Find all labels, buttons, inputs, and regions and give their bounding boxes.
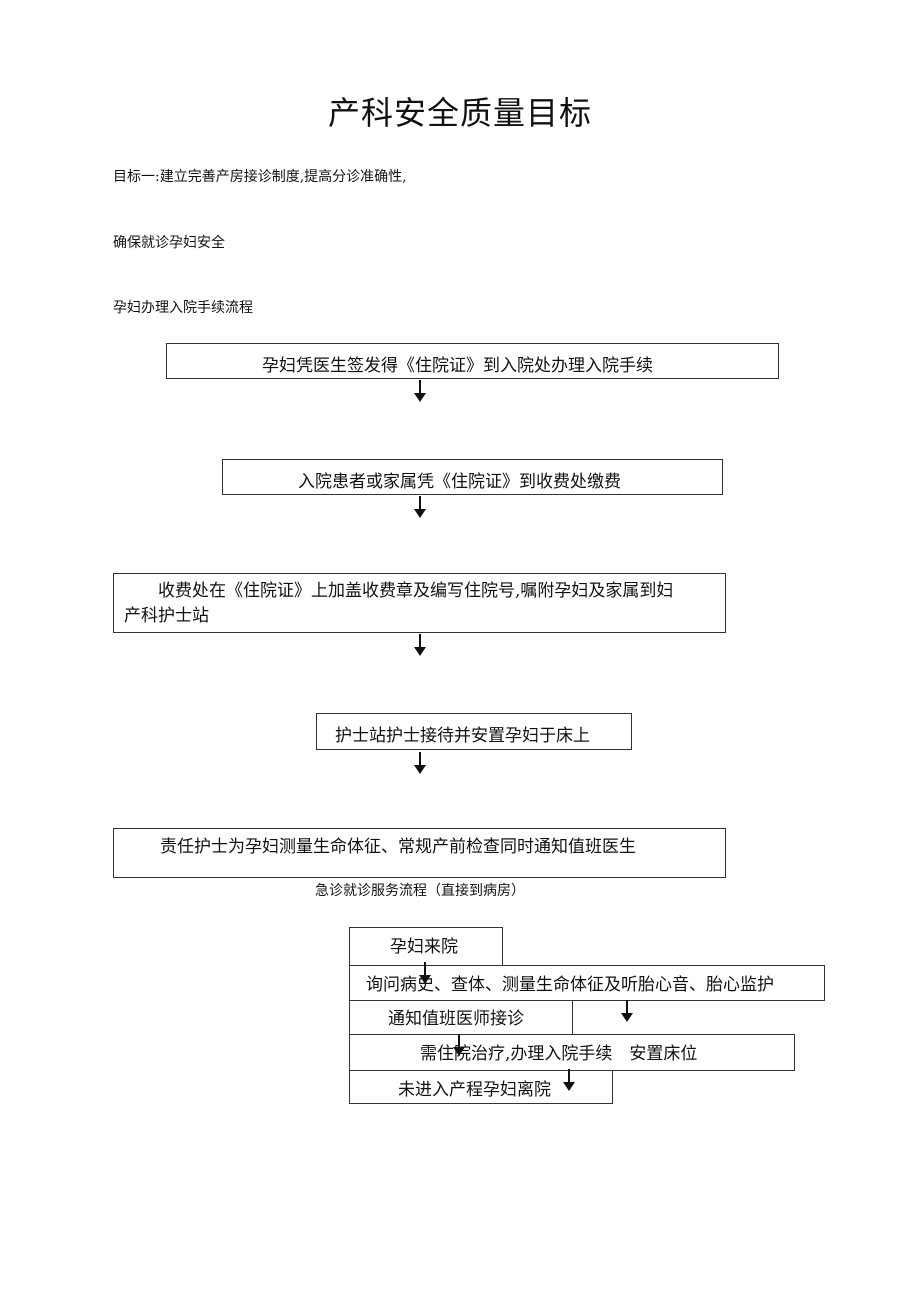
emergency-step-4: 需住院治疗,办理入院手续 安置床位: [349, 1034, 795, 1071]
arrow-down-icon: [414, 752, 426, 774]
arrow-down-icon: [414, 634, 426, 656]
arrow-down-icon: [453, 1034, 465, 1056]
arrow-down-icon: [414, 380, 426, 402]
emergency-step-3: 通知值班医师接诊: [349, 1000, 573, 1035]
admission-step-1: 孕妇凭医生签发得《住院证》到入院处办理入院手续: [166, 343, 779, 379]
emergency-flow-heading: 急诊就诊服务流程（直接到病房）: [315, 883, 525, 899]
goal-text-continued: 确保就诊孕妇安全: [113, 235, 225, 251]
arrow-down-icon: [621, 1000, 633, 1022]
emergency-step-5: 未进入产程孕妇离院: [349, 1070, 613, 1104]
admission-step-4: 护士站护士接待并安置孕妇于床上: [316, 713, 632, 750]
emergency-step-2: 询问病史、查体、测量生命体征及听胎心音、胎心监护: [349, 965, 825, 1001]
step-3-line-2: 产科护士站: [124, 606, 209, 626]
arrow-down-icon: [563, 1069, 575, 1091]
arrow-down-icon: [414, 496, 426, 518]
emergency-step-1: 孕妇来院: [349, 927, 503, 966]
admission-step-3: 收费处在《住院证》上加盖收费章及编写住院号,嘱附孕妇及家属到妇 产科护士站: [113, 573, 726, 633]
admission-step-2: 入院患者或家属凭《住院证》到收费处缴费: [222, 459, 723, 495]
admission-flow-heading: 孕妇办理入院手续流程: [113, 300, 253, 316]
admission-step-5: 责任护士为孕妇测量生命体征、常规产前检查同时通知值班医生: [113, 828, 726, 878]
page-title: 产科安全质量目标: [327, 94, 592, 132]
goal-text: 目标一:建立完善产房接诊制度,提高分诊准确性,: [113, 169, 407, 185]
arrow-down-icon: [419, 962, 431, 984]
step-3-line-1: 收费处在《住院证》上加盖收费章及编写住院号,嘱附孕妇及家属到妇: [158, 581, 674, 601]
